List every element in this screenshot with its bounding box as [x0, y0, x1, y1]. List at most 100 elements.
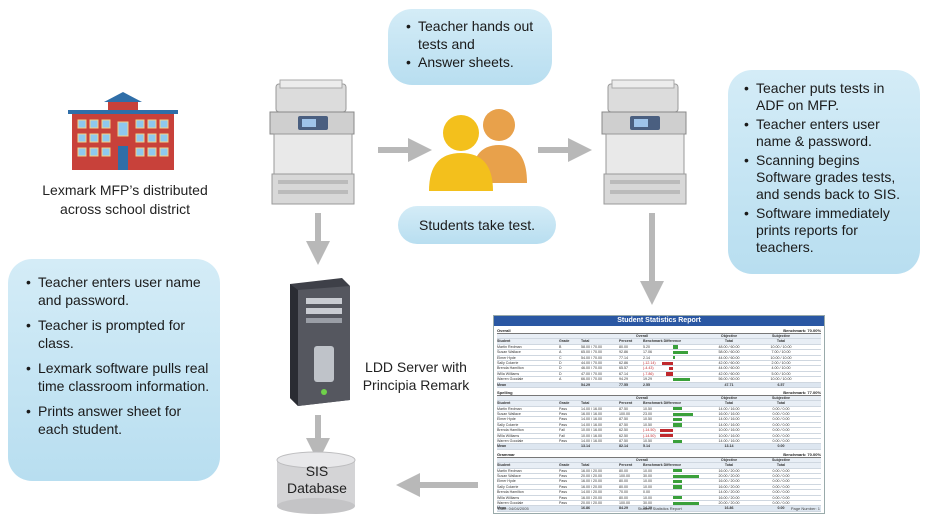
report-column-header: Total — [581, 339, 590, 344]
bubble-item: Lexmark software pulls real time classro… — [26, 359, 210, 395]
report-cell: 87.50 — [619, 406, 628, 411]
report-cell: (-14.50) — [643, 428, 703, 432]
report-diff-bar — [662, 361, 673, 365]
report-column-header: Total — [724, 339, 734, 344]
report-cell: 14.00 / 16.00 — [581, 417, 602, 422]
report-cell: 92.86 — [619, 350, 628, 355]
report-cell: 58.00 / 70.00 — [581, 344, 602, 349]
report-column-header: Total — [776, 339, 786, 344]
report-cell: 10.50 — [643, 417, 703, 421]
report-diff-bar — [673, 407, 683, 411]
report-cell: 48.00 / 60.00 — [718, 344, 740, 349]
report-cell: Elmer Hyde — [497, 479, 516, 484]
report-cell: D — [559, 371, 562, 376]
bubble-item: Teacher hands out tests and — [406, 17, 552, 53]
bubble-item: Answer sheets. — [406, 53, 552, 71]
report-footer-page: Page Number: 1 — [790, 506, 820, 511]
report-cell: A — [559, 350, 562, 355]
report-cell: Pass — [559, 439, 567, 444]
report-cell: 80.00 — [619, 468, 628, 473]
bubble-item: Teacher puts tests in ADF on MFP. — [744, 80, 910, 114]
report-diff-value: 10.50 — [643, 422, 652, 427]
report-diff-value: 10.00 — [643, 468, 652, 473]
report-cell: Pass — [559, 412, 567, 417]
report-cell: 70.00 — [619, 490, 628, 495]
report-column-header: Total — [581, 401, 590, 406]
report-cell: 4.00 / 10.00 — [771, 366, 791, 371]
database-caption-line-2: Database — [287, 480, 347, 496]
report-diff-bar — [673, 418, 683, 422]
report-diff-bar — [673, 501, 700, 505]
report-diff-bar — [660, 428, 673, 433]
report-cell: Brenda Hamilton — [497, 366, 524, 371]
bubble-teacher-puts-tests: Teacher puts tests in ADF on MFP. Teache… — [728, 70, 920, 274]
report-cell: 10.50 — [643, 423, 703, 427]
server-caption-line-1: LDD Server with — [365, 359, 467, 375]
report-cell: 87.50 — [619, 422, 628, 427]
report-cell: 20.00 / 20.00 — [718, 473, 740, 478]
report-cell: 54.29 — [581, 382, 590, 387]
database-caption-line-1: SIS — [305, 463, 329, 479]
report-cell: 56.00 / 60.00 — [718, 377, 740, 382]
report-cell: Mean — [497, 444, 507, 449]
report-cell: 44.00 / 60.00 — [718, 366, 740, 371]
report-cell: Pass — [559, 473, 567, 478]
report-cell: C — [559, 355, 562, 360]
report-cell: 80.00 — [619, 344, 628, 349]
report-diff-value: 5.20 — [643, 344, 650, 349]
report-cell: 10.00 — [643, 479, 703, 483]
report-cell: 14.00 / 16.00 — [718, 422, 740, 427]
report-cell — [559, 444, 581, 448]
server-tower-icon — [290, 278, 350, 406]
report-section-benchmark: Benchmark: 70.00% — [783, 451, 821, 457]
report-diff-bar — [673, 377, 690, 381]
report-cell: Susan Wallace — [497, 473, 521, 478]
report-column-header: Percent — [619, 401, 633, 406]
report-diff-bar — [669, 366, 673, 371]
report-cell: Sally Colarrie — [497, 422, 519, 427]
report-cell: Pass — [559, 468, 567, 473]
report-column-header: Percent — [619, 463, 633, 468]
report-cell: 80.00 — [619, 479, 628, 484]
server-caption-line-2: Principia Remark — [362, 377, 470, 393]
report-cell: 16.00 / 20.00 — [581, 484, 602, 489]
report-group-header: Overall — [635, 395, 649, 400]
report-cell: 16.00 / 20.00 — [718, 495, 740, 500]
report-diff-value: 10.00 — [643, 495, 652, 500]
report-cell: Pass — [559, 422, 567, 427]
report-cell: 0.00 / 0.00 — [772, 479, 790, 484]
report-cell: 2.14 — [643, 356, 703, 360]
report-section-name: Grammar — [497, 451, 515, 457]
report-cell: Willa Williams — [497, 495, 520, 500]
report-cell: 0.00 / 0.00 — [772, 484, 790, 489]
report-cell: 17.06 — [643, 350, 703, 354]
report-column-header: Total — [724, 463, 734, 468]
report-cell: Mean — [497, 382, 507, 387]
report-cell: 0.00 / 0.00 — [772, 412, 790, 417]
report-group-header: Objective — [720, 457, 738, 462]
report-cell: 10.00 — [643, 469, 703, 473]
report-cell: 0.00 / 0.00 — [772, 422, 790, 427]
report-diff-value: 23.00 — [643, 412, 652, 417]
report-cell: Pass — [559, 484, 567, 489]
report-cell: 100.00 — [619, 412, 630, 417]
report-cell: 0.00 / 0.00 — [772, 490, 790, 495]
report-diff-bar — [673, 345, 678, 349]
report-diff-value: 2.14 — [643, 355, 650, 360]
report-cell: 10.00 / 10.00 — [770, 344, 792, 349]
report-column-header: Grade — [559, 463, 570, 468]
report-diff-value: 10.00 — [643, 484, 652, 489]
report-diff-bar — [673, 469, 682, 473]
report-diff-bar — [673, 412, 694, 416]
report-cell: 19.29 — [643, 377, 703, 381]
